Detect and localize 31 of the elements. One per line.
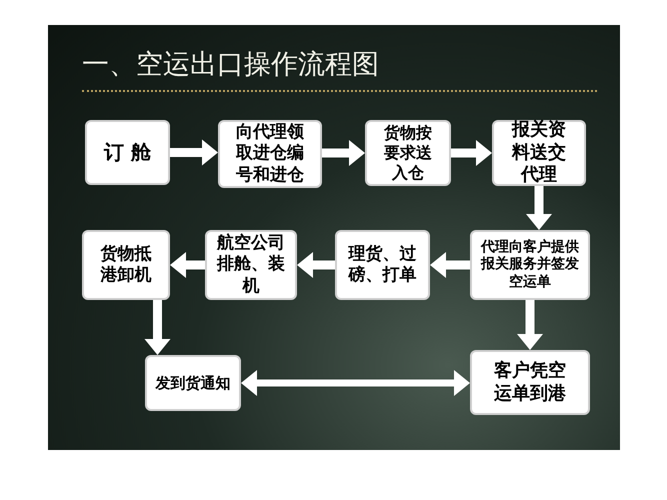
process-box	[205, 230, 297, 300]
process-box	[470, 350, 590, 415]
process-box	[492, 120, 586, 186]
title: 一、空运出口操作流程图	[82, 45, 597, 92]
process-box	[365, 120, 451, 186]
step-text: 向代理领取进仓编号和进仓	[234, 122, 305, 186]
step-text: 发到货通知	[156, 374, 230, 392]
arrow	[170, 140, 218, 166]
process-box	[85, 120, 170, 185]
step-text: 客户凭空运单到港	[493, 360, 567, 405]
arrow	[451, 140, 492, 166]
arrow	[297, 252, 335, 278]
arrow	[170, 252, 205, 278]
step-text: 订 舱	[104, 140, 151, 165]
step-text: 货物抵港卸机	[100, 244, 152, 286]
arrow	[241, 370, 470, 396]
arrow	[517, 300, 543, 350]
process-box	[335, 230, 430, 300]
process-box	[145, 355, 241, 411]
step-text: 货物按要求送入仓	[383, 123, 433, 183]
step-text: 航空公司排舱、装机	[216, 233, 286, 297]
arrow	[144, 300, 170, 355]
process-box	[470, 230, 590, 300]
arrow	[430, 252, 470, 278]
step-text: 报关资料送交代理	[510, 119, 567, 187]
process-box	[82, 230, 170, 300]
arrow	[526, 186, 552, 230]
step-text: 代理向客户提供报关服务并签发空运单	[480, 238, 580, 292]
arrow	[322, 140, 365, 166]
process-box	[218, 120, 322, 188]
step-text: 理货、过磅、打单	[347, 244, 418, 286]
